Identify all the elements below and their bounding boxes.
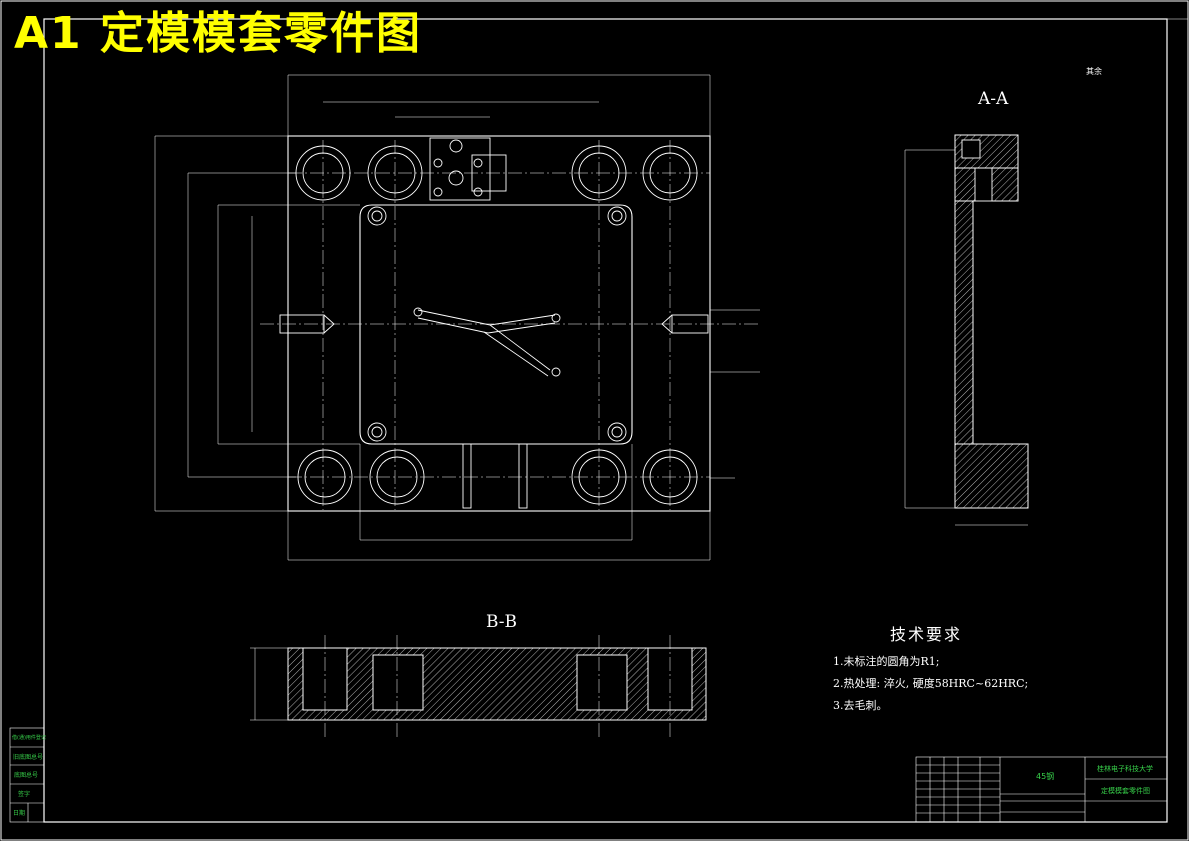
tech-requirements-heading: 技术要求 [890,625,963,644]
material-cell: 45钢 [1036,772,1055,781]
tech-requirement-item: 3.去毛刺。 [833,699,888,712]
left-strip-cell: 签字 [18,791,31,798]
left-strip [9,727,45,823]
tech-requirement-item: 1.未标注的圆角为R1; [833,655,940,668]
section-bb-label: B-B [486,612,518,632]
guide-holes [295,145,698,505]
section-bb [250,635,707,740]
roughness-mark: 其余 [1086,67,1102,76]
left-strip-cell: 日期 [13,810,26,817]
left-strip-cell: 借(通)用件登记 [12,735,46,741]
school-cell: 桂林电子科技大学 [1097,765,1153,773]
left-strip-cell: 旧底图总号 [13,754,44,761]
drawing-title: A1 定模模套零件图 [14,8,422,59]
left-strip-cell: 底图总号 [14,772,39,779]
drawing-name-cell: 定模模套零件图 [1101,787,1150,795]
section-aa [904,134,1029,526]
section-aa-label: A-A [978,89,1009,109]
title-block-grid [915,756,1168,823]
plan-view [154,74,760,561]
tech-requirement-item: 2.热处理: 淬火, 硬度58HRC~62HRC; [833,677,1029,690]
